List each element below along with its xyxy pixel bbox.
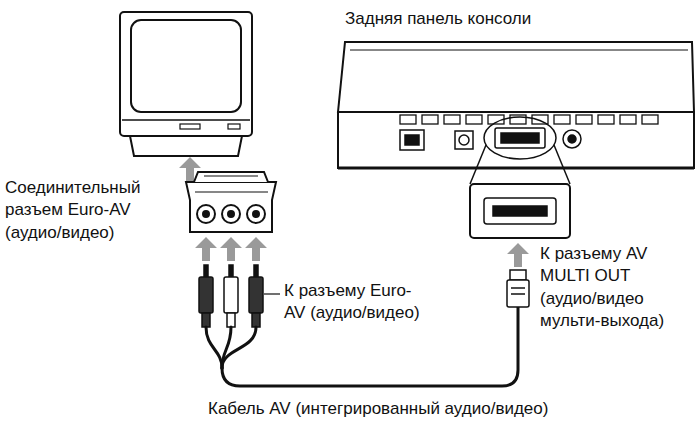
part-label: К разъему Euro-AV (аудио/видео) xyxy=(284,280,422,325)
multi-out-plug xyxy=(507,270,529,307)
vent-slot xyxy=(554,115,570,124)
vent-slot xyxy=(444,115,460,124)
vent-slots xyxy=(400,115,658,124)
part-label: Кабель AV (интегрированный аудио/видео) xyxy=(208,398,548,420)
zoom-detail xyxy=(470,117,570,238)
direction-arrow xyxy=(195,237,217,261)
part-label: Задняя панель консоли xyxy=(345,8,531,30)
vent-slot xyxy=(576,115,592,124)
direction-arrow xyxy=(245,237,267,261)
vent-slot xyxy=(422,115,438,124)
direction-arrow xyxy=(220,237,242,261)
euro-av-adapter xyxy=(186,172,276,232)
tv-monitor xyxy=(120,12,252,156)
part-label: К разъему AV MULTI OUT (аудио/видео муль… xyxy=(540,243,680,333)
vent-slot xyxy=(466,115,482,124)
vent-slot xyxy=(642,115,658,124)
rca-plugs xyxy=(199,265,263,327)
console-body xyxy=(338,42,694,168)
vent-slot xyxy=(598,115,614,124)
direction-arrow xyxy=(507,243,529,267)
leader-line xyxy=(264,293,280,294)
part-label: Соединительный разъем Euro-AV (аудио/вид… xyxy=(5,177,175,244)
vent-slot xyxy=(620,115,636,124)
vent-slot xyxy=(400,115,416,124)
